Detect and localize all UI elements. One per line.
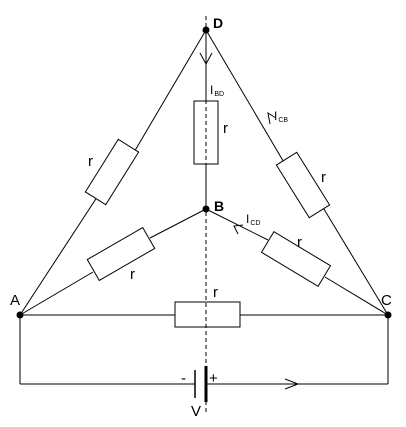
resistor-dc [275, 151, 331, 219]
current-cb-label: ICB [274, 109, 288, 124]
resistor-ab [86, 226, 156, 282]
resistor-ab-label: r [130, 266, 135, 283]
arrow-bd-icon [199, 52, 213, 66]
resistor-ad [84, 138, 140, 206]
resistor-ac [174, 301, 241, 328]
arrow-cd-icon [233, 224, 244, 235]
resistor-bc-label: r [297, 234, 302, 251]
resistor-ac-label: r [213, 284, 218, 301]
node-c-dot [384, 311, 392, 319]
wire-ab [19, 208, 207, 316]
resistor-bd-label: r [223, 120, 228, 137]
current-bd-label: IBD [210, 83, 224, 98]
battery [194, 366, 208, 402]
resistor-ad-label: r [88, 153, 93, 170]
resistor-bc [260, 231, 332, 287]
resistor-cd-label: r [321, 169, 326, 186]
node-d-dot [202, 26, 210, 34]
wire-bc [205, 208, 389, 316]
current-cd-label: ICD [246, 212, 260, 227]
node-c-label: C [381, 292, 392, 309]
battery-voltage-label: V [191, 403, 201, 420]
resistor-bd [193, 100, 219, 165]
battery-plus-label: + [209, 370, 218, 387]
node-a-label: A [10, 292, 20, 309]
arrow-cb-icon [267, 111, 277, 125]
node-b-label: B [214, 198, 224, 214]
node-a-dot [16, 311, 24, 319]
node-b-dot [202, 205, 210, 213]
battery-minus-label: - [181, 370, 186, 387]
arrow-battery-loop-icon [284, 378, 300, 390]
node-d-label: D [213, 15, 223, 31]
